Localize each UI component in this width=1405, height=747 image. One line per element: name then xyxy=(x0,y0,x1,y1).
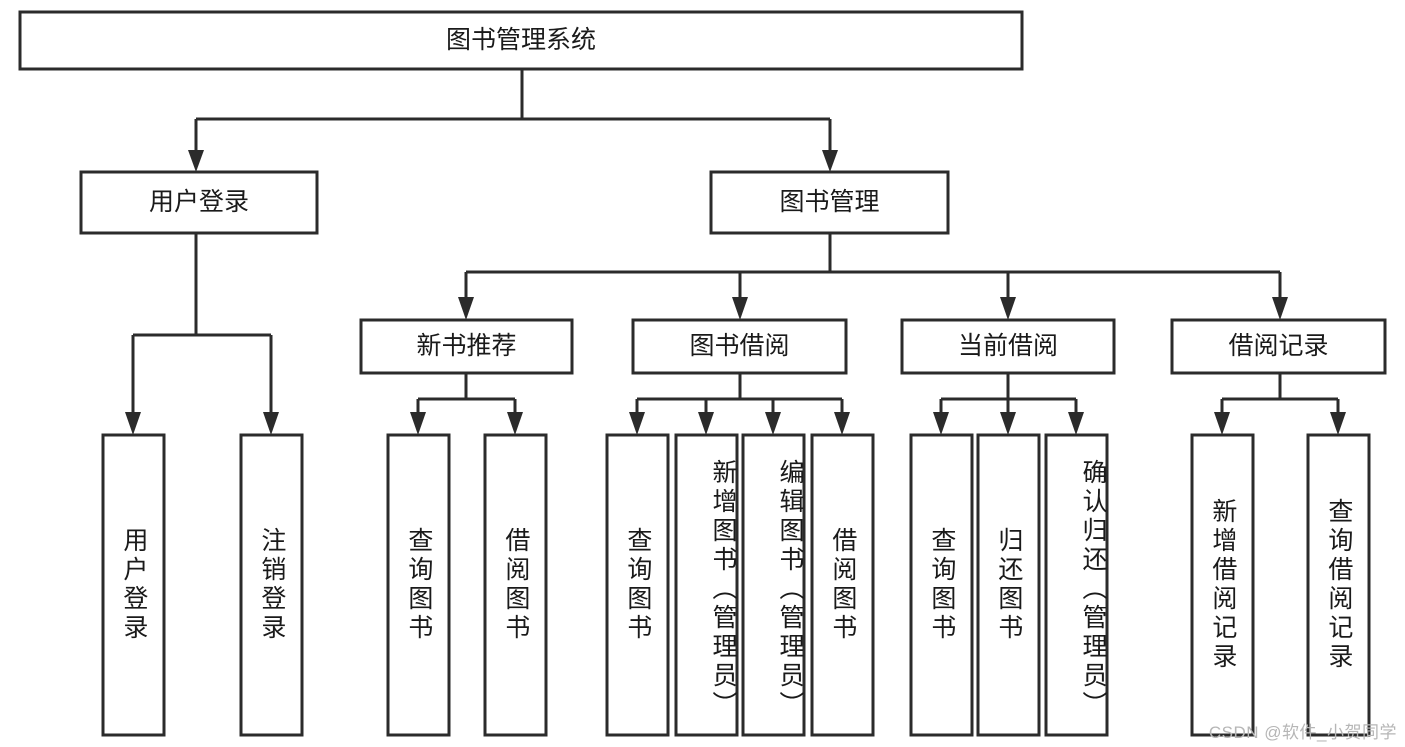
node-box-root[interactable] xyxy=(18,10,1024,71)
csdn-watermark: CSDN @软件_小贺同学 xyxy=(1208,723,1397,742)
node-box-leaf-borrow-book-2[interactable] xyxy=(810,433,875,737)
arrowhead-leaf-add-record xyxy=(1214,412,1230,435)
node-box-book-borrow[interactable] xyxy=(631,318,848,375)
node-box-current-borrow[interactable] xyxy=(900,318,1116,375)
node-box-leaf-user-login[interactable] xyxy=(101,433,166,737)
node-box-leaf-edit-book[interactable] xyxy=(741,433,806,737)
arrowhead-borrow-record xyxy=(1272,297,1288,320)
node-box-user-login[interactable] xyxy=(79,170,319,235)
arrowhead-current-borrow xyxy=(1000,297,1016,320)
arrowhead-leaf-query-book-2 xyxy=(629,412,645,435)
node-box-new-book-rec[interactable] xyxy=(359,318,574,375)
node-box-leaf-borrow-book-1[interactable] xyxy=(483,433,548,737)
arrowhead-leaf-query-book-1 xyxy=(410,412,426,435)
node-box-leaf-add-book[interactable] xyxy=(674,433,739,737)
arrowhead-leaf-borrow-book-2 xyxy=(834,412,850,435)
arrowhead-leaf-logout xyxy=(263,412,279,435)
arrowhead-leaf-edit-book xyxy=(765,412,781,435)
arrowhead-book-manage xyxy=(822,150,838,172)
node-box-leaf-query-book-2[interactable] xyxy=(605,433,670,737)
arrowhead-leaf-query-record xyxy=(1330,412,1346,435)
node-box-leaf-confirm-return[interactable] xyxy=(1044,433,1109,737)
node-box-book-manage[interactable] xyxy=(709,170,950,235)
node-box-leaf-query-book-1[interactable] xyxy=(386,433,451,737)
arrowhead-leaf-user-login xyxy=(125,412,141,435)
arrowhead-leaf-query-book-3 xyxy=(933,412,949,435)
node-box-leaf-return-book[interactable] xyxy=(976,433,1041,737)
arrowhead-new-book-rec xyxy=(458,297,474,320)
arrowhead-leaf-confirm-return xyxy=(1068,412,1084,435)
node-box-leaf-logout[interactable] xyxy=(239,433,304,737)
node-box-leaf-query-record[interactable] xyxy=(1306,433,1371,737)
arrowhead-leaf-borrow-book-1 xyxy=(507,412,523,435)
node-box-layer xyxy=(18,10,1387,737)
arrowhead-user-login xyxy=(188,150,204,172)
node-box-leaf-add-record[interactable] xyxy=(1190,433,1255,737)
arrowhead-leaf-add-book xyxy=(698,412,714,435)
arrowhead-leaf-return-book xyxy=(1000,412,1016,435)
connector-layer xyxy=(125,69,1346,435)
node-box-leaf-query-book-3[interactable] xyxy=(909,433,974,737)
node-box-borrow-record[interactable] xyxy=(1170,318,1387,375)
arrowhead-book-borrow xyxy=(732,297,748,320)
